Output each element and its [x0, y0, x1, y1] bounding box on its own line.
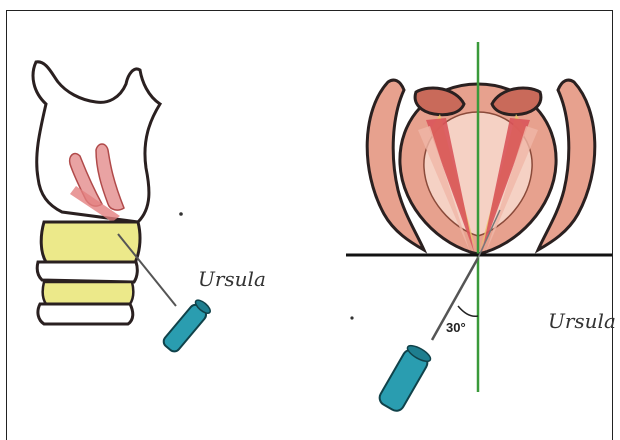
angle-label: 30°: [446, 320, 466, 335]
signature-right: Ursula: [548, 309, 616, 333]
right-panel-cross-section: 30° Ursula: [346, 42, 616, 414]
angle-arc: [458, 306, 478, 316]
tracheal-ring-band: [37, 262, 137, 282]
left-panel-larynx: Ursula: [33, 62, 266, 354]
tracheal-ring-1: [43, 282, 134, 304]
tracheal-ring-2: [38, 304, 133, 324]
signature-left: Ursula: [198, 267, 266, 291]
syringe-icon: [161, 298, 212, 354]
syringe-icon: [377, 343, 433, 414]
